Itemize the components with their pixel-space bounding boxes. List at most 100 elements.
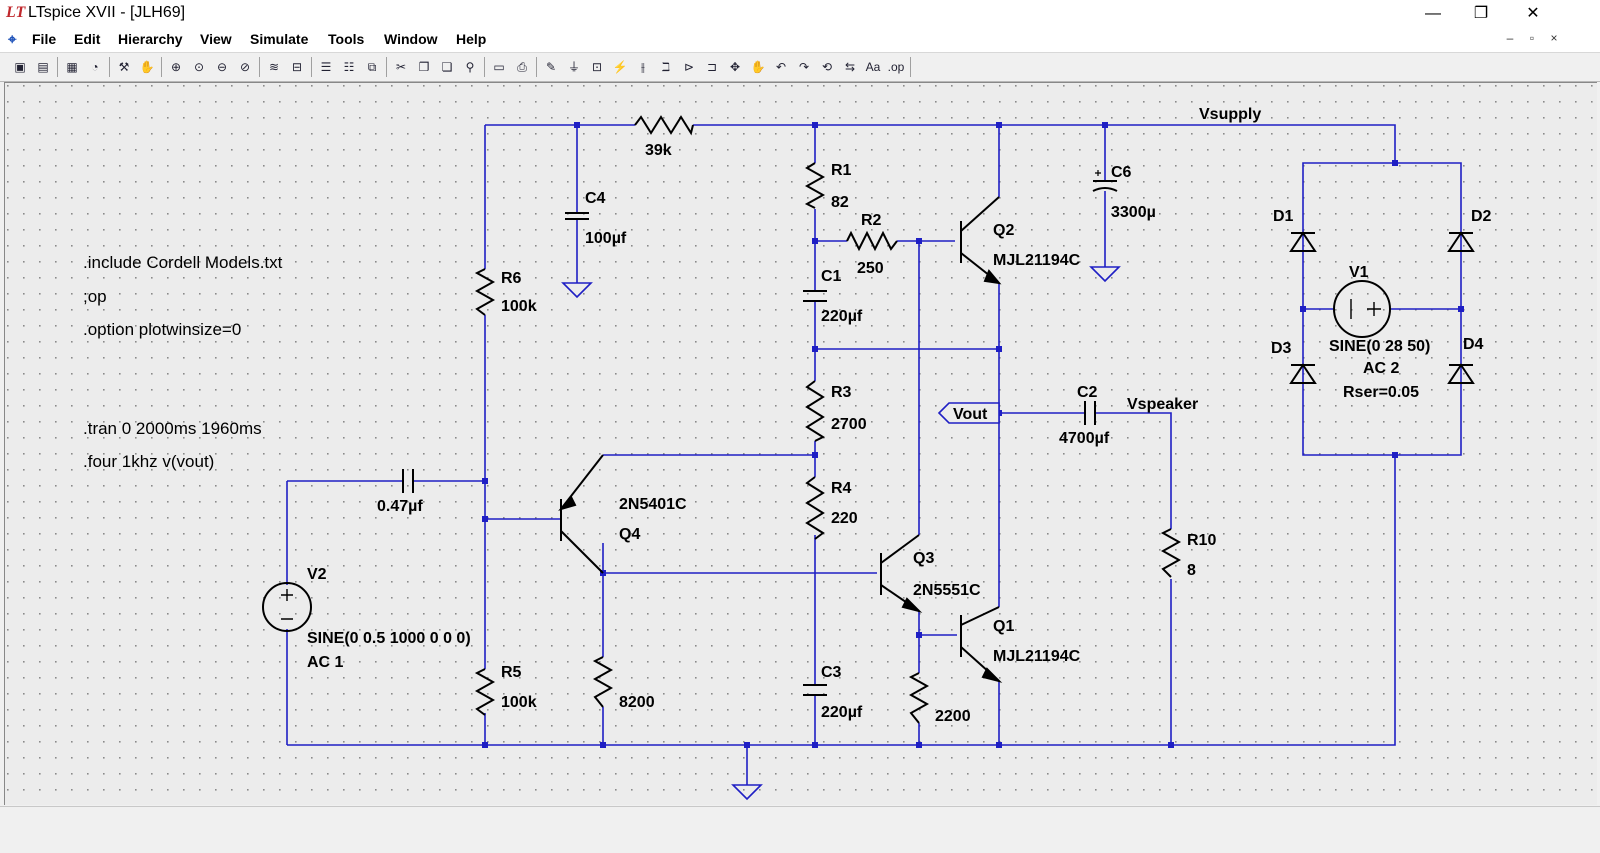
diode-d2-symbol: [1447, 231, 1475, 252]
resistor-r1-symbol: [804, 162, 826, 209]
r10-name: R10: [1187, 532, 1216, 549]
v2-name: V2: [307, 566, 327, 583]
ltspice-logo-icon: LT: [6, 4, 26, 21]
waveform-settings-icon[interactable]: ⊟: [291, 60, 303, 74]
menu-simulate[interactable]: Simulate: [250, 31, 309, 47]
resistor-r10-symbol: [1160, 528, 1182, 578]
rotate-icon[interactable]: ⟲: [821, 60, 833, 74]
toolbar-separator: [910, 57, 911, 77]
print-icon[interactable]: ⎙: [517, 60, 527, 74]
autorange-icon[interactable]: ≋: [268, 60, 280, 74]
status-bar: [0, 806, 1600, 853]
toolbar: ▣ ▤ ▦ ◔ ⚒ ✋ ⊕ ⊙ ⊖ ⊘ ≋ ⊟ ☰ ☷ ⧉ ✂ ❐ ❏ ⚲ ▭ ⎙ ✎ ⏚ ⊡ ⚡ ⫲ ℶ ⊳ ⊐ ✥ ✋ ↶ ↷ ⟲ ⇆ Aa .op: [0, 52, 1600, 82]
zoom-in-icon[interactable]: ⊕: [170, 60, 182, 74]
drag-icon[interactable]: ✋: [750, 60, 766, 74]
q2-name: Q2: [993, 222, 1014, 239]
component-icon[interactable]: ⊐: [706, 60, 718, 74]
save-icon[interactable]: ▦: [66, 60, 78, 74]
control-panel-icon[interactable]: ◔: [91, 60, 99, 74]
ground-icon: [1089, 266, 1121, 283]
redo-icon[interactable]: ↷: [798, 60, 810, 74]
r4-value: 220: [831, 510, 858, 527]
ground-icon: [731, 784, 763, 801]
q2-model: MJL21194C: [993, 252, 1081, 269]
component-labels: Vsupply Vspeaker 39k C4 100µf R1 82 R2 2…: [307, 106, 1492, 725]
zoom-fit-icon[interactable]: ⊘: [239, 60, 251, 74]
copy-icon[interactable]: ❐: [418, 60, 430, 74]
menu-help[interactable]: Help: [456, 31, 487, 47]
capacitor-c2-symbol: [1084, 401, 1096, 425]
d1-name: D1: [1273, 208, 1294, 225]
inductor-icon[interactable]: ℶ: [661, 60, 671, 74]
menu-view[interactable]: View: [200, 31, 232, 47]
menu-window[interactable]: Window: [384, 31, 438, 47]
voltage-source-v2-symbol: [262, 582, 312, 632]
tile-horizontal-icon[interactable]: ☰: [320, 60, 332, 74]
cascade-icon[interactable]: ⧉: [367, 60, 377, 74]
label-icon[interactable]: ⊡: [591, 60, 603, 74]
q4-name: Q4: [619, 526, 640, 543]
menu-hierarchy[interactable]: Hierarchy: [118, 31, 183, 47]
title-bar: LT LTspice XVII - [JLH69] — ❐ ✕: [0, 0, 1600, 28]
paste-icon[interactable]: ❏: [441, 60, 453, 74]
transistor-q1-symbol: [960, 606, 1003, 683]
schematic-doc-icon[interactable]: ⌖: [8, 31, 17, 48]
zoom-out-icon[interactable]: ⊖: [216, 60, 228, 74]
schematic-canvas[interactable]: Vout .include Cordell Models.txt ;op .op…: [4, 82, 1597, 805]
mdi-restore-button[interactable]: ▫: [1529, 31, 1535, 45]
zoom-pan-icon[interactable]: ⊙: [193, 60, 205, 74]
restore-button[interactable]: ❐: [1473, 5, 1489, 22]
capacitor-c1-symbol: [803, 290, 827, 302]
r6-value: 100k: [501, 298, 537, 315]
minimize-button[interactable]: —: [1425, 5, 1441, 22]
net-label-vout: Vout: [937, 402, 1000, 424]
capacitor-icon[interactable]: ⫲: [641, 60, 645, 74]
menu-file[interactable]: File: [32, 31, 57, 47]
diode-d1-symbol: [1289, 231, 1317, 252]
move-icon[interactable]: ✥: [729, 60, 741, 74]
find-icon[interactable]: ⚲: [465, 60, 475, 74]
toolbar-separator: [484, 57, 485, 77]
resistor-icon[interactable]: ⚡: [612, 60, 628, 74]
new-schematic-icon[interactable]: ▣: [14, 60, 26, 74]
d3-name: D3: [1271, 340, 1292, 357]
r1-value: 82: [831, 194, 849, 211]
spice-directive-icon[interactable]: .op: [887, 60, 905, 74]
halt-icon[interactable]: ✋: [139, 60, 155, 74]
wire-icon[interactable]: ✎: [545, 60, 557, 74]
print-setup-icon[interactable]: ▭: [493, 60, 505, 74]
r-39k-value: 39k: [645, 142, 672, 159]
q4-model: 2N5401C: [619, 496, 687, 513]
close-button[interactable]: ✕: [1526, 5, 1540, 22]
capacitor-c4-symbol: [565, 212, 589, 220]
c3-value: 220µf: [821, 704, 863, 721]
toolbar-separator: [161, 57, 162, 77]
capacitor-c6-symbol: [1092, 180, 1118, 192]
r3-name: R3: [831, 384, 852, 401]
ground-icon[interactable]: ⏚: [567, 60, 580, 74]
directive-four: .four 1khz v(vout): [83, 452, 214, 471]
mdi-minimize-button[interactable]: –: [1506, 31, 1514, 45]
diode-icon[interactable]: ⊳: [683, 60, 695, 74]
r5-name: R5: [501, 664, 522, 681]
undo-icon[interactable]: ↶: [775, 60, 787, 74]
schematic-drawing: Vout .include Cordell Models.txt ;op .op…: [5, 83, 1597, 805]
r5-value: 100k: [501, 694, 537, 711]
v1-name: V1: [1349, 264, 1369, 281]
run-icon[interactable]: ⚒: [118, 60, 130, 74]
menu-tools[interactable]: Tools: [328, 31, 365, 47]
cut-icon[interactable]: ✂: [395, 60, 407, 74]
menu-edit[interactable]: Edit: [74, 31, 101, 47]
tile-vertical-icon[interactable]: ☷: [343, 60, 355, 74]
mirror-icon[interactable]: ⇆: [844, 60, 856, 74]
mdi-close-button[interactable]: ×: [1550, 31, 1558, 45]
open-icon[interactable]: ▤: [37, 60, 49, 74]
c1-name: C1: [821, 268, 842, 285]
toolbar-separator: [259, 57, 260, 77]
ground-symbols: [561, 266, 1121, 801]
v1-ac: AC 2: [1363, 360, 1400, 377]
resistor-8200-symbol: [592, 656, 614, 708]
r6-name: R6: [501, 270, 522, 287]
text-icon[interactable]: Aa: [865, 60, 881, 74]
transistors: [558, 196, 1003, 683]
